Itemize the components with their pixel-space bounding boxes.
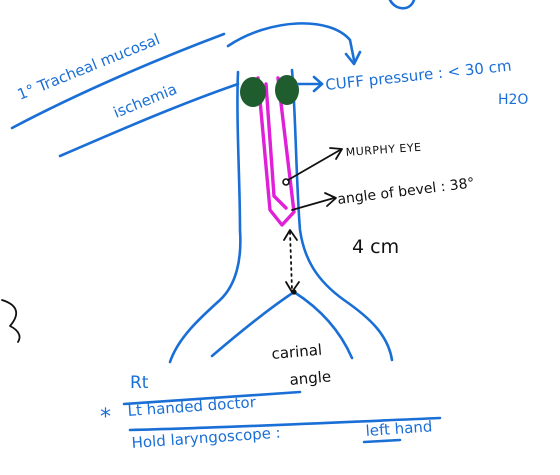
asterisk-mark: * (100, 405, 111, 430)
left-hand-underline (364, 440, 400, 442)
trachea-right-wall (292, 70, 392, 360)
carina-label-line1: carinal (271, 341, 323, 363)
rt-label: Rt (130, 373, 149, 393)
distance-label: 4 cm (352, 236, 399, 258)
edge-stroke-left (2, 300, 20, 342)
ischemia-curve-arrow (228, 23, 354, 60)
distance-dotted-line (290, 232, 292, 290)
murphy-eye-label: MURPHY EYE (345, 141, 422, 159)
cuff-pressure-label-line2: H2O (498, 92, 528, 108)
edge-stroke-top (390, 0, 414, 8)
cuff-left (240, 77, 266, 107)
cuff-right (275, 75, 299, 105)
ischemia-label-line2: ischemia (111, 80, 180, 122)
carina-label-line2: angle (289, 367, 332, 389)
trachea-left-wall (170, 72, 240, 362)
murphy-arrowhead (330, 148, 342, 159)
bevel-angle-label: angle of bevel : 38° (337, 175, 476, 208)
